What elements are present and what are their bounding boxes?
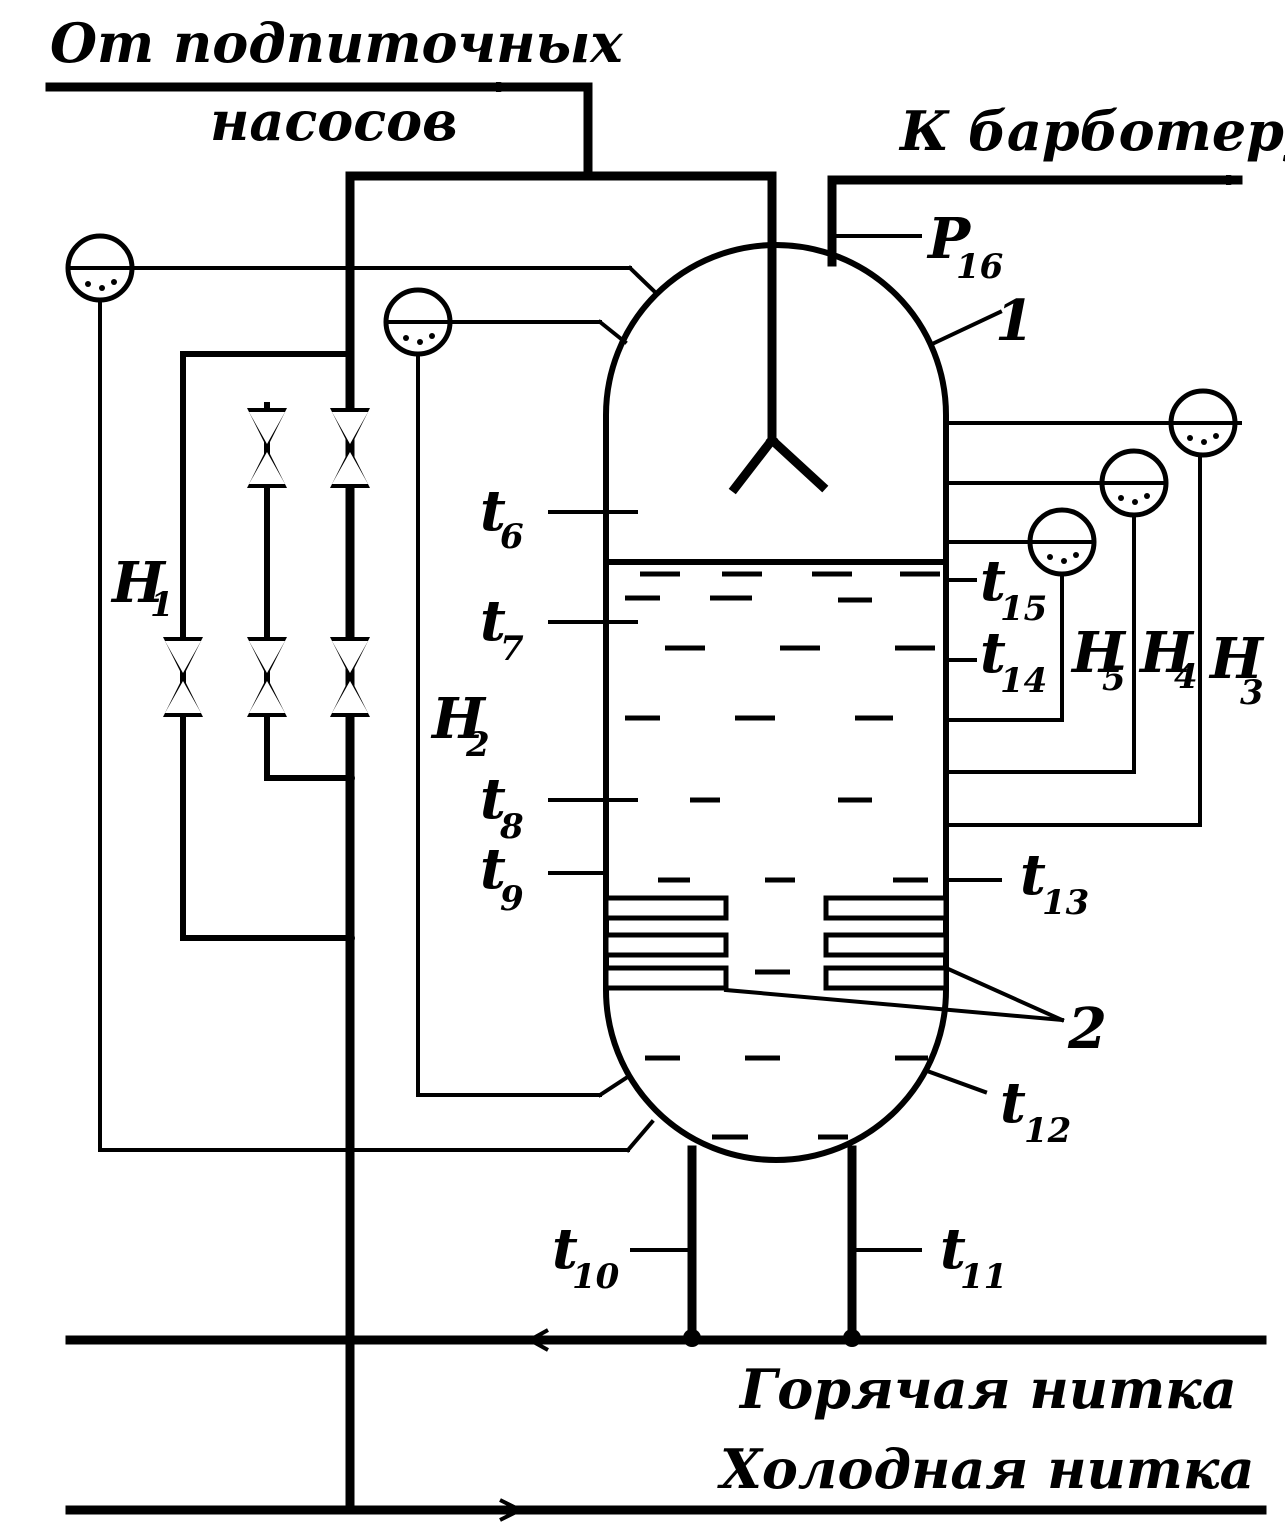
level-gauge-h3: [944, 388, 1242, 827]
temp-letter-t11: t: [940, 1216, 966, 1282]
level-index-h5: 5: [1102, 659, 1126, 699]
from-pumps-label-line2: насосов: [210, 89, 458, 153]
valve-assembly: [180, 171, 355, 1515]
level-letter-h2: H: [430, 686, 487, 752]
pressure-letter: P: [926, 206, 972, 272]
surge-lines: [683, 1145, 861, 1347]
temp-index-t12: 12: [1024, 1111, 1071, 1151]
temp-letter-t14: t: [980, 620, 1006, 686]
valve-icon-lower-left[interactable]: [163, 637, 203, 717]
temp-label-t11: t 11: [940, 1216, 1007, 1297]
temp-letter-t8: t: [480, 766, 506, 832]
bubbler-line: [827, 180, 1243, 267]
temp-label-t14: t 14: [980, 620, 1047, 701]
level-letter-h4: H: [1138, 620, 1195, 686]
cold-leg-line: [65, 1498, 1267, 1522]
pressurizer-vessel: [603, 242, 949, 1163]
level-label-h4: H 4: [1138, 620, 1198, 697]
valve-icon-lower-right[interactable]: [330, 637, 370, 717]
temp-index-t9: 9: [500, 879, 524, 919]
temp-label-t8: t 8: [480, 766, 524, 847]
level-letter-h5: H: [1070, 620, 1127, 686]
temp-index-t8: 8: [499, 807, 524, 847]
pressure-sensor-label: P 16: [926, 206, 1003, 287]
temp-label-t10: t 10: [552, 1216, 620, 1297]
temp-label-t7: t 7: [480, 588, 524, 669]
from-pumps-label-line1: От подпиточных: [50, 11, 623, 75]
level-gauge-h5: [944, 507, 1097, 722]
to-bubbler-label: К барботеру: [898, 99, 1285, 163]
temp-index-t11: 11: [960, 1257, 1007, 1297]
temp-label-t6: t 6: [480, 478, 524, 557]
valve-icon-upper-mid[interactable]: [247, 408, 287, 488]
level-letter-h3: H: [1208, 626, 1265, 692]
temp-label-t12: t 12: [1000, 1070, 1071, 1151]
level-label-h1: H 1: [110, 550, 174, 625]
cold-leg-label: Холодная нитка: [717, 1437, 1254, 1501]
temp-index-t15: 15: [1000, 589, 1047, 629]
level-index-h1: 1: [150, 585, 174, 625]
vessel-number: 1: [995, 288, 1034, 354]
temp-letter-t13: t: [1020, 842, 1046, 908]
temp-letter-t9: t: [480, 836, 506, 902]
valve-icon-upper-right[interactable]: [330, 408, 370, 488]
temp-letter-t6: t: [480, 478, 506, 544]
hot-leg-label: Горячая нитка: [738, 1357, 1237, 1421]
level-index-h2: 2: [465, 725, 490, 765]
pressure-index: 16: [956, 247, 1003, 287]
temperature-taps: [548, 510, 1002, 1252]
temp-index-t14: 14: [1000, 661, 1047, 701]
temp-index-t6: 6: [500, 517, 524, 557]
level-gauge-h1: [65, 233, 658, 1153]
electric-heaters: [603, 895, 1065, 1023]
temp-letter-t12: t: [1000, 1070, 1026, 1136]
temp-letter-t10: t: [552, 1216, 578, 1282]
hot-leg-line: [65, 1328, 1267, 1352]
vessel-leader: [927, 309, 1003, 348]
temp-index-t7: 7: [500, 629, 524, 669]
level-index-h3: 3: [1240, 673, 1264, 713]
spray-nozzle-icon: [728, 433, 829, 495]
temp-letter-t15: t: [980, 548, 1006, 614]
valve-icon-lower-mid[interactable]: [247, 637, 287, 717]
temp-label-t13: t 13: [1020, 842, 1089, 923]
makeup-line: [45, 87, 777, 445]
level-label-h3: H 3: [1208, 626, 1265, 713]
level-letter-h1: H: [110, 550, 167, 616]
level-label-h5: H 5: [1070, 620, 1127, 699]
level-gauge-h4: [944, 448, 1169, 774]
water-dashes: [625, 571, 940, 1140]
temp-letter-t7: t: [480, 588, 506, 654]
temp-label-t9: t 9: [480, 836, 524, 919]
level-label-h2: H 2: [430, 686, 490, 765]
temp-index-t10: 10: [572, 1257, 620, 1297]
level-index-h4: 4: [1174, 657, 1198, 697]
temp-index-t13: 13: [1042, 883, 1089, 923]
level-gauge-h2: [383, 287, 629, 1098]
temp-label-t15: t 15: [980, 548, 1047, 629]
heaters-number: 2: [1067, 996, 1107, 1062]
